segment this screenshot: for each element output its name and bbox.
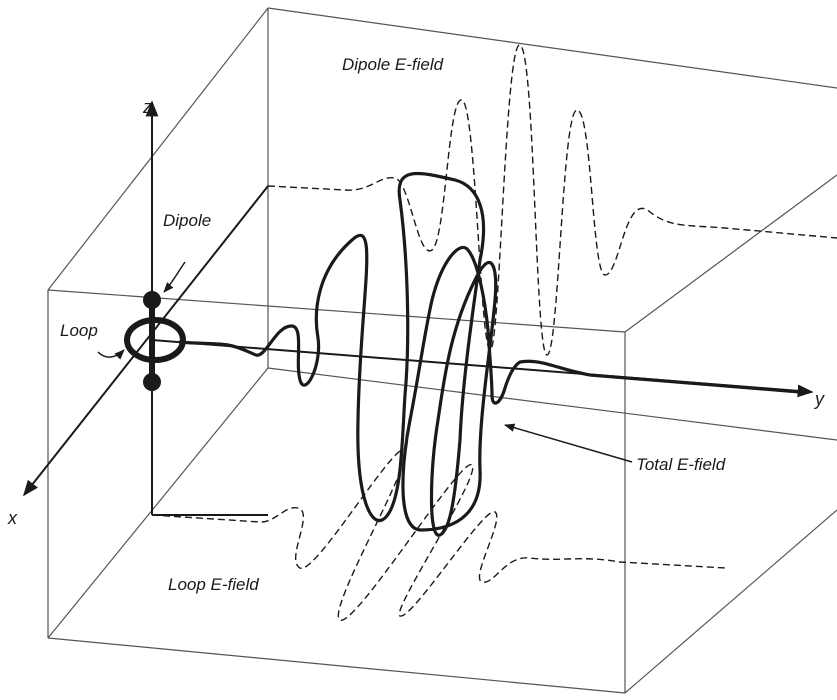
box-depth-top-right — [624, 174, 837, 333]
loop-efield-label: Loop E-field — [168, 575, 259, 594]
dipole-top-ball — [143, 291, 161, 309]
y-axis-label: y — [813, 389, 825, 409]
loop-callout-arrow — [97, 349, 125, 360]
z-axis-label: z — [142, 97, 152, 117]
dipole-label: Dipole — [163, 211, 211, 230]
box-front-bottom-edge — [47, 637, 626, 694]
total-efield-callout-arrow — [503, 423, 633, 463]
box-depth-bottom-left — [47, 367, 269, 639]
box-depth-top-left — [47, 7, 269, 291]
dipole-callout-arrow — [163, 261, 186, 293]
total-efield-label: Total E-field — [636, 455, 726, 474]
box-back-top-edge — [267, 7, 837, 89]
box-back-bottom-edge — [267, 367, 837, 441]
box-wireframe — [47, 7, 837, 694]
total-efield-helix — [178, 171, 802, 537]
loop-efield-wave — [151, 449, 726, 621]
x-axis-label: x — [7, 508, 18, 528]
axes — [23, 100, 814, 516]
dipole-antenna — [143, 291, 161, 391]
dipole-efield-label: Dipole E-field — [342, 55, 444, 74]
x-axis — [23, 185, 269, 497]
loop-antenna — [124, 317, 186, 363]
dipole-efield-wave — [267, 44, 837, 356]
loop-label: Loop — [60, 321, 98, 340]
dipole-bottom-ball — [143, 373, 161, 391]
box-depth-bottom-right — [624, 509, 837, 694]
